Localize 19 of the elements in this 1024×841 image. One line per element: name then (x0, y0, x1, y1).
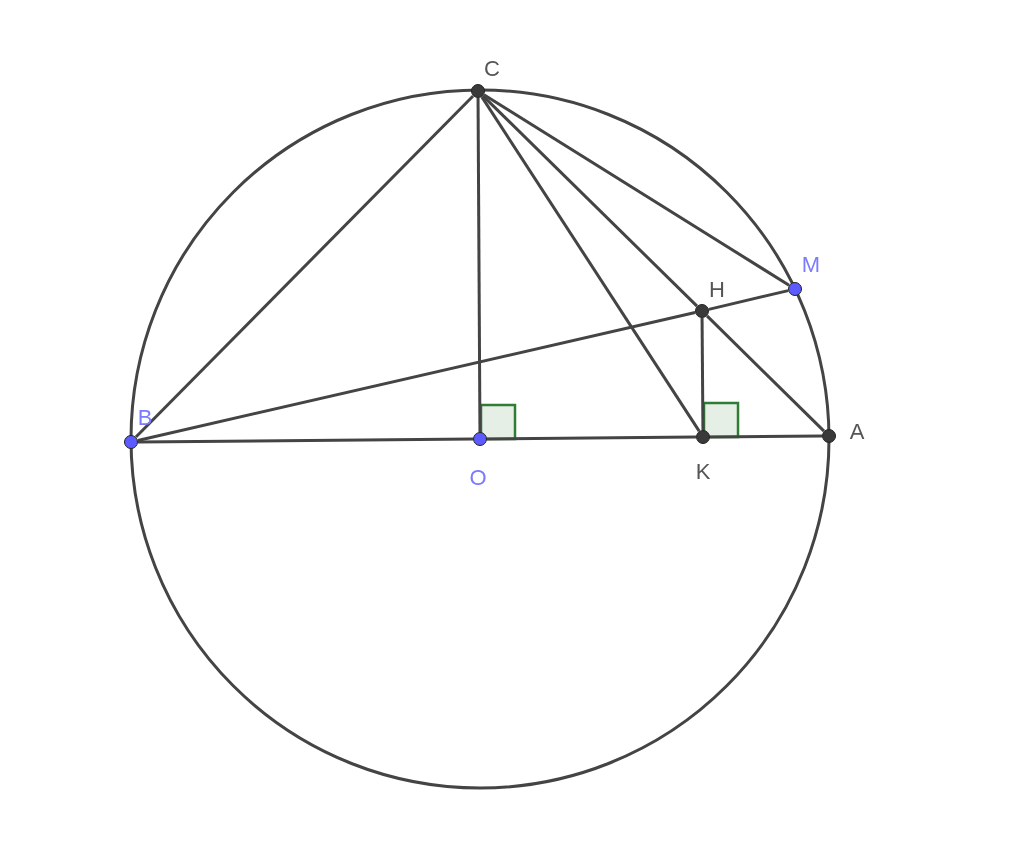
line-segment (487, 435, 696, 441)
line-segment (700, 318, 705, 430)
line-segment (708, 289, 789, 311)
line-segment (138, 437, 473, 444)
point-label: K (695, 460, 711, 484)
line-segment (480, 96, 701, 432)
point-label: H (709, 278, 725, 302)
line-segment (134, 94, 475, 439)
line-segment (483, 93, 790, 287)
line-segment (705, 314, 826, 433)
point-label: B (137, 406, 153, 430)
point-label: A (849, 420, 865, 444)
line-segment (137, 311, 696, 442)
line-segment (481, 94, 699, 308)
point-label: O (469, 466, 487, 490)
point-label: M (801, 253, 821, 277)
line-segment (710, 434, 822, 439)
point-label: C (484, 57, 500, 81)
line-segment (476, 98, 482, 432)
